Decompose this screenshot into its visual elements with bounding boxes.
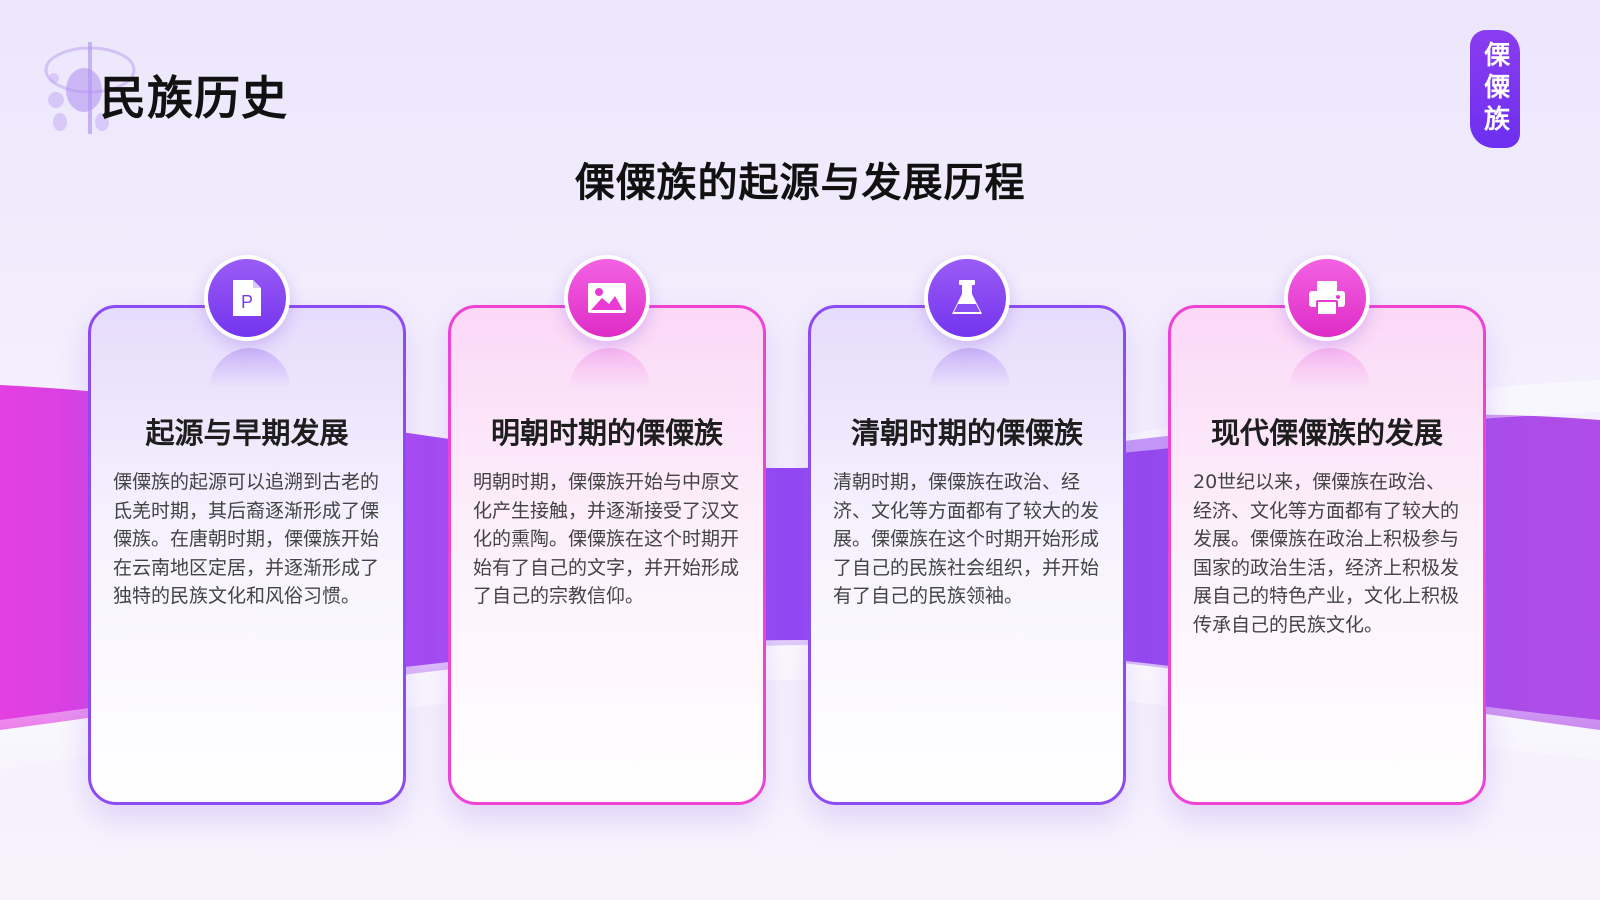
svg-text:P: P	[241, 292, 253, 312]
printer-icon	[1309, 281, 1345, 316]
page-title: 民族历史	[100, 71, 288, 125]
card-title: 明朝时期的傈僳族	[490, 416, 723, 450]
card-icon-badge	[564, 255, 650, 341]
card-body: 20世纪以来，傈僳族在政治、经济、文化等方面都有了较大的发展。傈僳族在政治上积极…	[1193, 471, 1460, 636]
document-icon: P	[233, 280, 261, 316]
card-ming: 明朝时期的傈僳族 明朝时期，傈僳族开始与中原文化产生接触，并逐渐接受了汉文化的熏…	[448, 255, 766, 805]
card-body: 明朝时期，傈僳族开始与中原文化产生接触，并逐渐接受了汉文化的熏陶。傈僳族在这个时…	[473, 471, 740, 607]
card-title: 清朝时期的傈僳族	[850, 416, 1083, 450]
decorative-lantern-icon	[44, 42, 136, 134]
card-icon-badge	[1284, 255, 1370, 341]
flask-icon	[952, 280, 982, 314]
card-body: 傈僳族的起源可以追溯到古老的氐羌时期，其后裔逐渐形成了傈僳族。在唐朝时期，傈僳族…	[113, 471, 380, 607]
image-icon	[588, 283, 626, 313]
brand-badge-label: 傈僳族	[1479, 41, 1510, 137]
icon-reflection	[570, 348, 650, 388]
card-body: 清朝时期，傈僳族在政治、经济、文化等方面都有了较大的发展。傈僳族在这个时期开始形…	[833, 471, 1100, 607]
card-modern: 现代傈僳族的发展 20世纪以来，傈僳族在政治、经济、文化等方面都有了较大的发展。…	[1168, 255, 1486, 805]
card-qing: 清朝时期的傈僳族 清朝时期，傈僳族在政治、经济、文化等方面都有了较大的发展。傈僳…	[808, 255, 1126, 805]
icon-reflection	[1290, 348, 1370, 388]
card-icon-badge: P	[204, 255, 290, 341]
section-title: 傈僳族的起源与发展历程	[574, 160, 1026, 206]
card-icon-badge	[924, 255, 1010, 341]
brand-badge: 傈僳族	[1470, 30, 1520, 148]
icon-reflection	[930, 348, 1010, 388]
card-title: 现代傈僳族的发展	[1210, 416, 1443, 450]
icon-reflection	[210, 348, 290, 388]
card-title: 起源与早期发展	[145, 416, 349, 450]
card-origin: P 起源与早期发展 傈僳族的起源可以追溯到古老的氐羌时期，其后裔逐渐形成了傈僳族…	[88, 255, 406, 805]
